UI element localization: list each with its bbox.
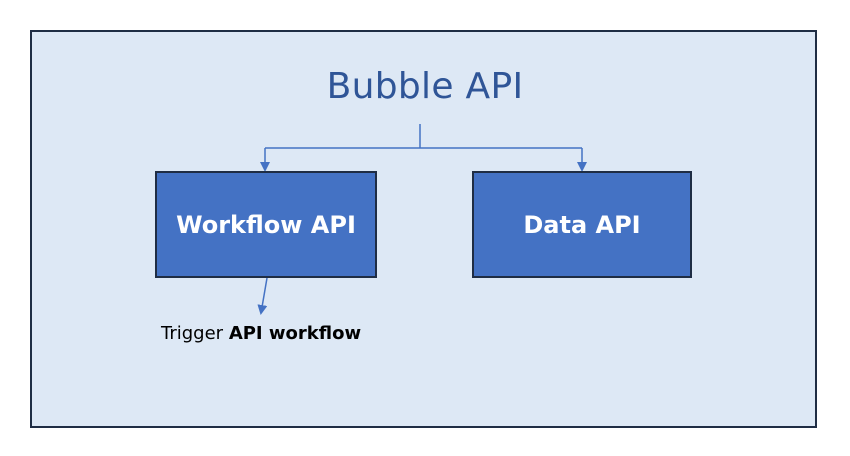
arrow-to-trigger	[257, 277, 268, 315]
trigger-annotation: Trigger API workflow	[161, 323, 361, 344]
workflow-api-label: Workflow API	[176, 210, 356, 239]
workflow-api-box: Workflow API	[155, 171, 377, 278]
trigger-prefix: Trigger	[161, 323, 224, 344]
trigger-emphasis: API workflow	[228, 323, 362, 344]
diagram-title: Bubble API	[326, 66, 524, 107]
data-api-label: Data API	[523, 210, 641, 239]
data-api-box: Data API	[472, 171, 692, 278]
